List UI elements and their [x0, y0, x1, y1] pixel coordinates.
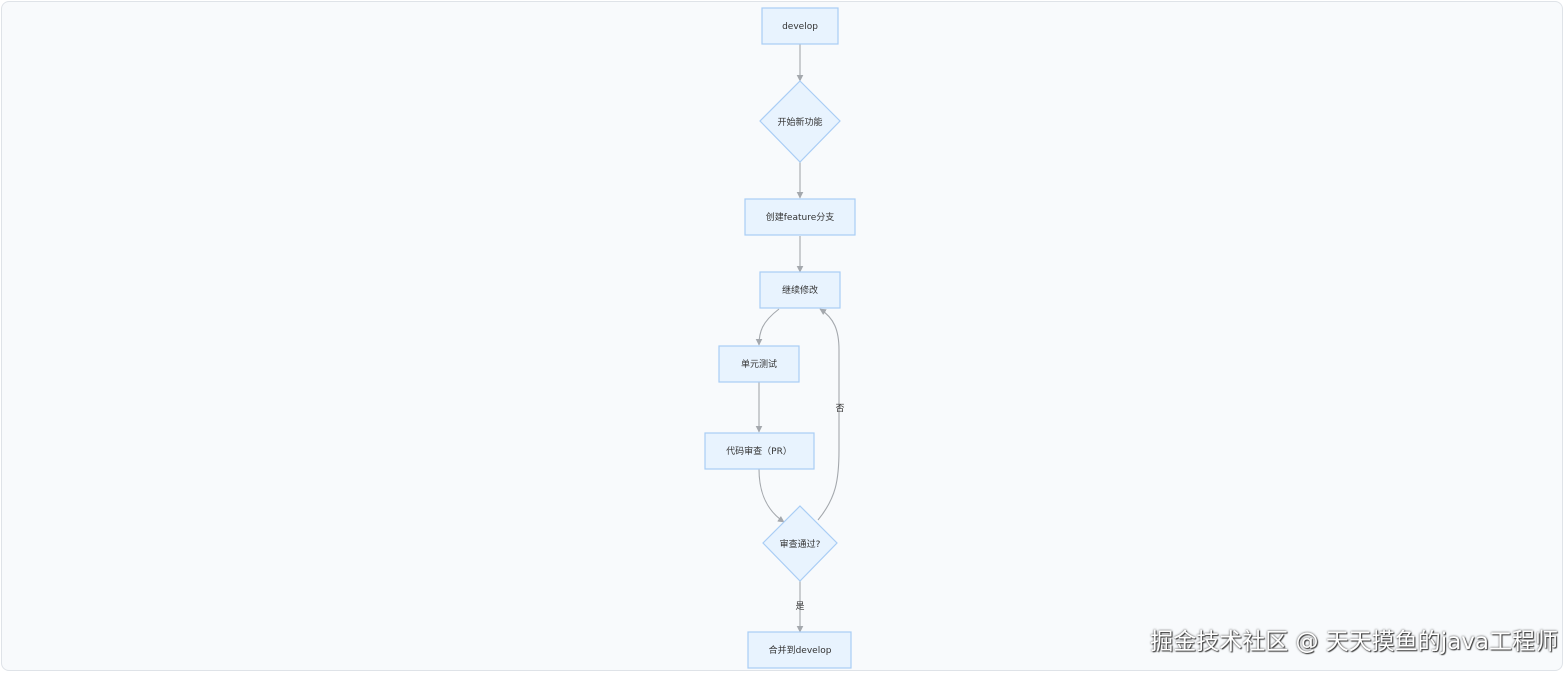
- edge-label-no: 否: [835, 403, 844, 414]
- node-review-passed-label: 审查通过?: [780, 538, 821, 550]
- edges: [755, 44, 840, 633]
- node-start-feature-label: 开始新功能: [777, 116, 822, 128]
- node-unit-test: 单元测试: [718, 345, 800, 383]
- node-merge-label: 合并到develop: [769, 644, 832, 656]
- edge-continue-to-test: [755, 308, 780, 346]
- node-code-review: 代码审查（PR）: [704, 432, 815, 470]
- node-review-passed: 审查通过?: [762, 505, 838, 582]
- edge-label-yes: 是: [795, 601, 804, 612]
- node-merge: 合并到develop: [747, 631, 852, 669]
- node-continue-edit: 继续修改: [759, 271, 841, 309]
- node-unit-test-label: 单元测试: [741, 358, 777, 370]
- node-develop-label: develop: [782, 22, 818, 32]
- node-code-review-label: 代码审查（PR）: [726, 445, 792, 457]
- watermark: 掘金技术社区 @ 天天摸鱼的java工程师: [1150, 629, 1558, 655]
- node-create-branch-label: 创建feature分支: [766, 211, 835, 223]
- node-continue-edit-label: 继续修改: [782, 284, 818, 296]
- node-create-branch: 创建feature分支: [744, 198, 856, 236]
- edge-decision-to-continue: [817, 308, 840, 521]
- node-develop: develop: [761, 7, 839, 45]
- node-start-feature: 开始新功能: [759, 80, 841, 163]
- edge-review-to-decision: [758, 468, 785, 523]
